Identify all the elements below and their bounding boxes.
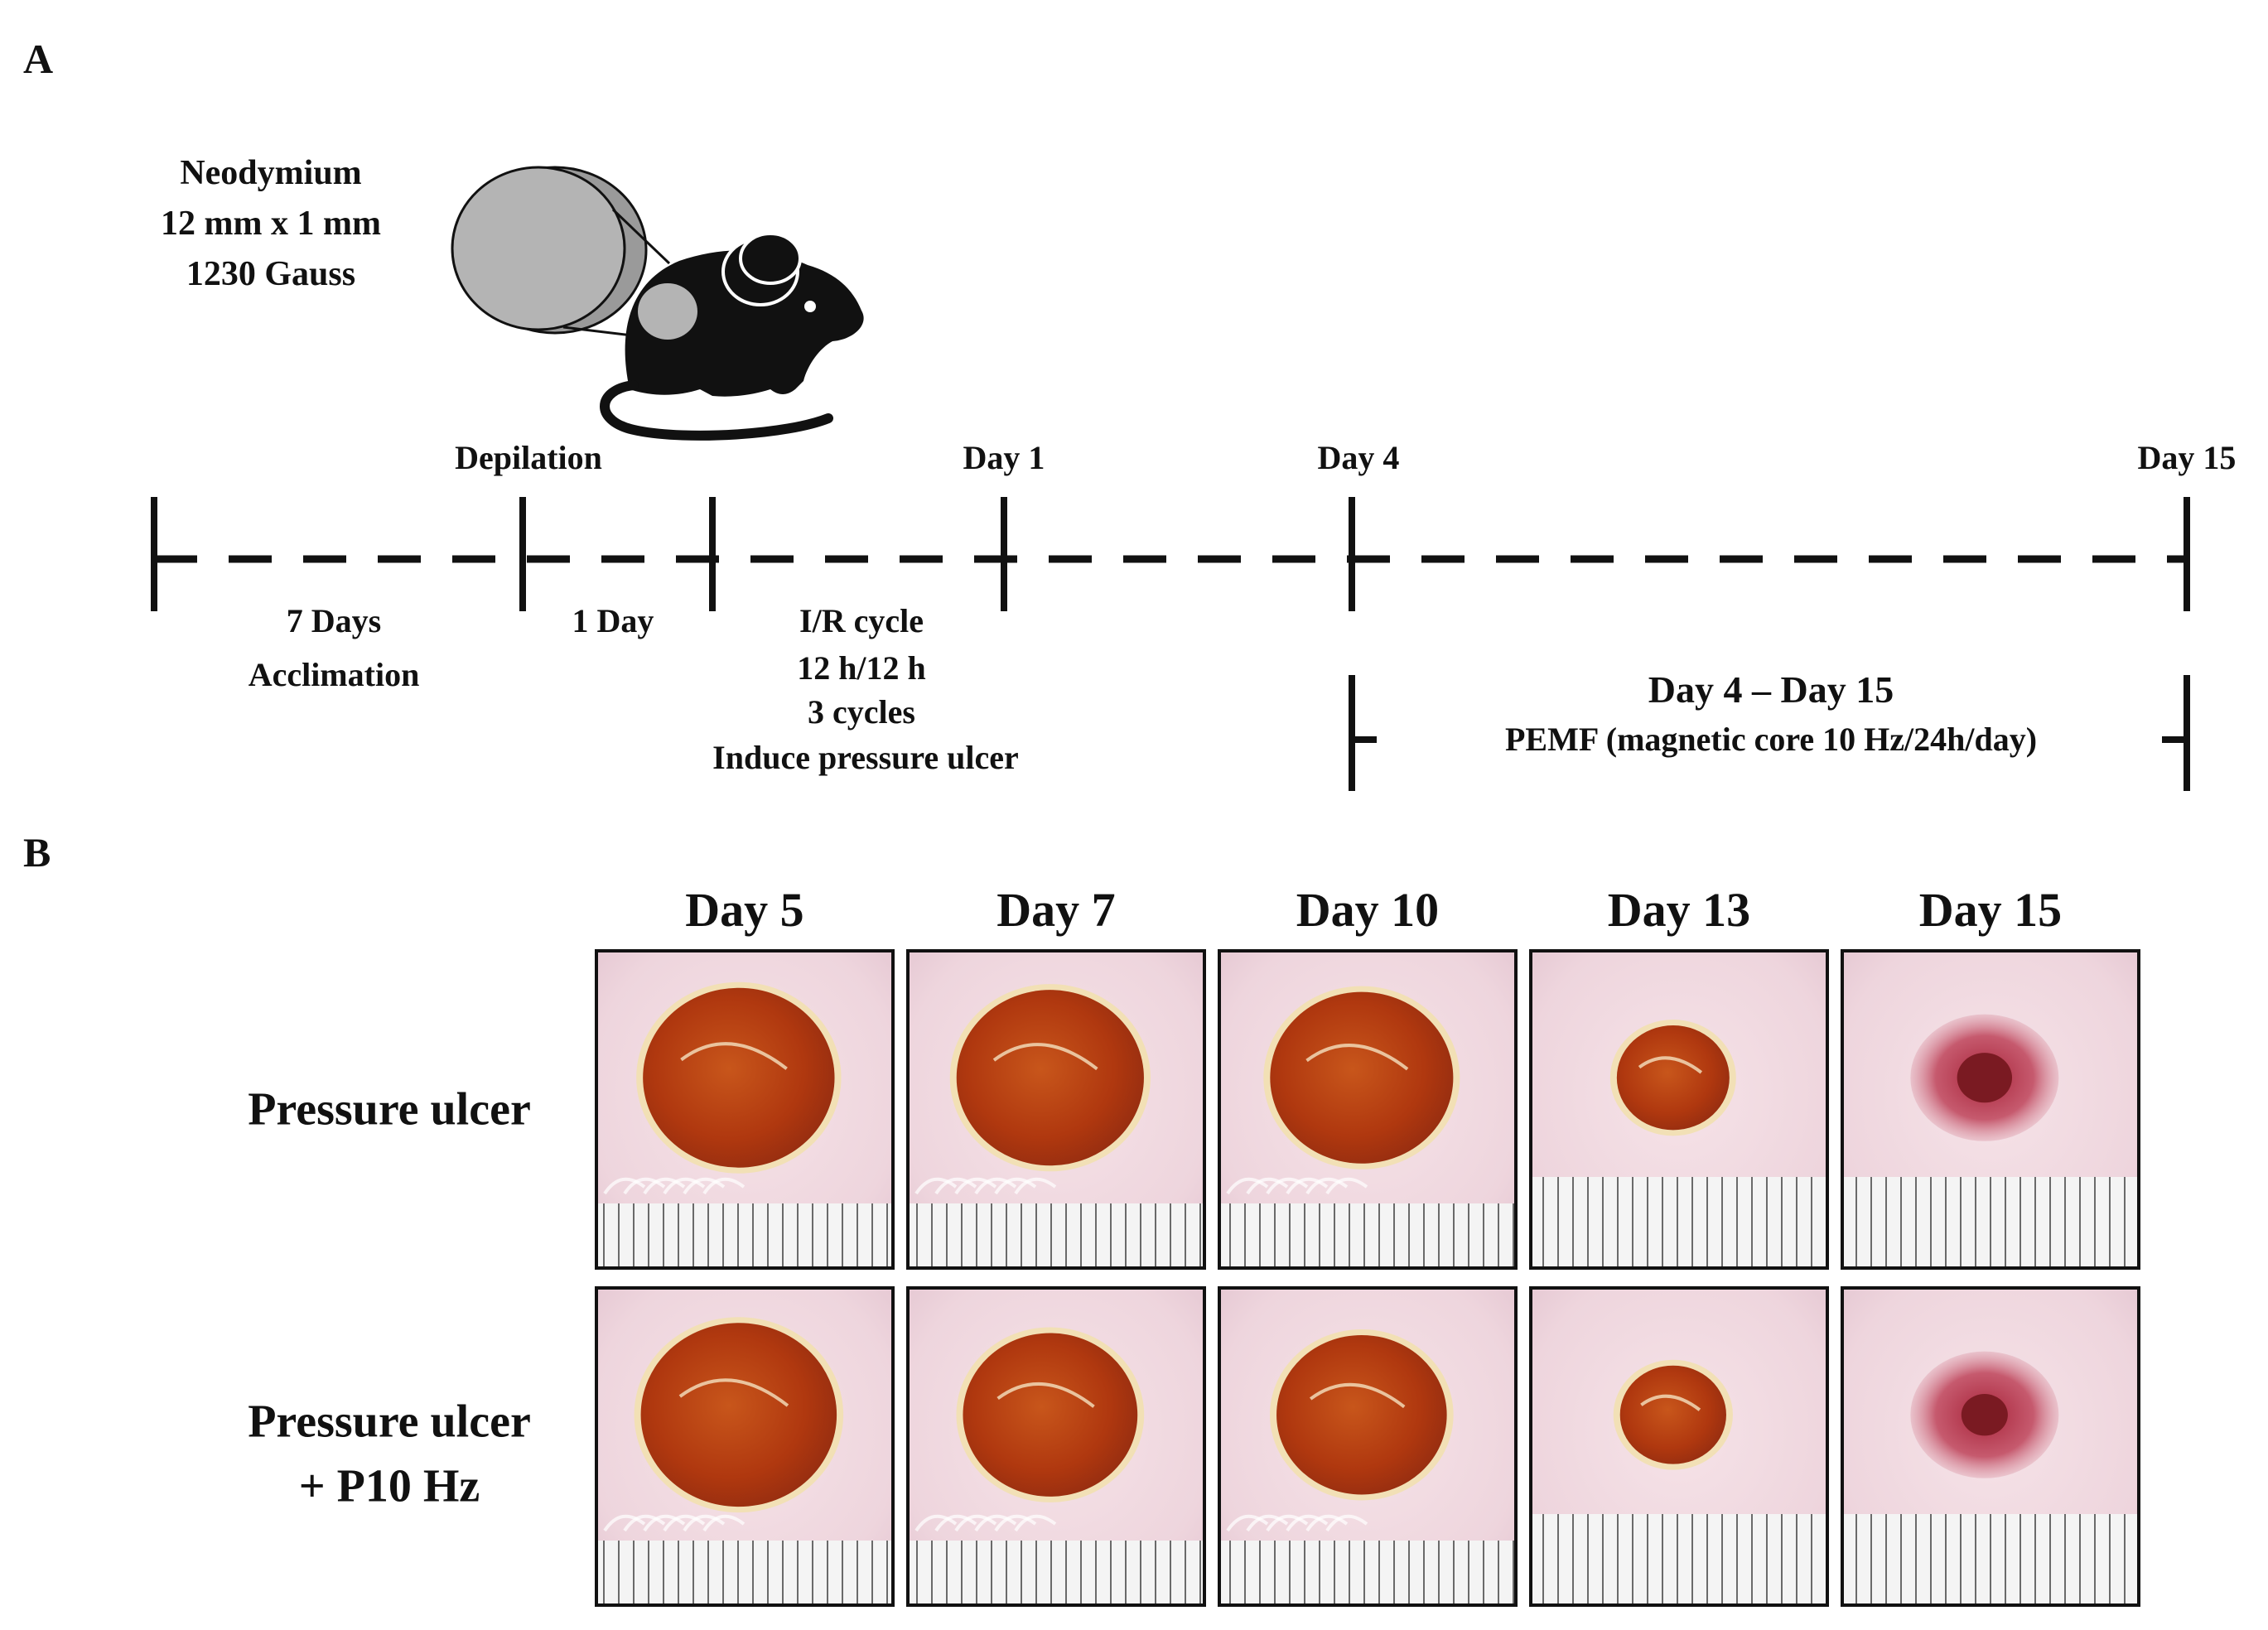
wound-photo	[1841, 1286, 2140, 1607]
day-column-headers: Day 5 Day 7 Day 10 Day 13 Day 15	[685, 883, 2062, 937]
row-label: Pressure ulcer	[248, 1396, 531, 1448]
wound-photo	[906, 949, 1206, 1270]
magnet-size: 12 mm x 1 mm	[161, 205, 381, 243]
ir-cycle-count: 3 cycles	[808, 693, 915, 731]
timeline-ticks	[151, 497, 2190, 611]
wound-photo	[1218, 1286, 1518, 1607]
magnet-disc-icon	[451, 166, 671, 341]
label-depilation: Depilation	[455, 439, 602, 476]
wound-photo	[906, 1286, 1206, 1607]
day-header: Day 7	[996, 883, 1115, 937]
mouse-icon	[600, 232, 864, 441]
one-day-label: 1 Day	[572, 602, 654, 639]
panel-a-label: A	[23, 36, 53, 82]
ir-cycle-timing: 12 h/12 h	[797, 649, 926, 687]
acclimation-days: 7 Days	[287, 602, 381, 639]
wound-photo	[595, 1286, 895, 1607]
ir-cycle-label: I/R cycle	[799, 602, 924, 639]
pemf-range: Day 4 – Day 15	[1648, 668, 1894, 711]
day-header: Day 15	[1919, 883, 2062, 937]
wound-photo	[1529, 1286, 1829, 1607]
timeline: Depilation Day 1 Day 4 Day 15 7 Days Acc…	[151, 439, 2237, 791]
day-header: Day 5	[685, 883, 803, 937]
label-day1: Day 1	[963, 439, 1045, 476]
row-label: + P10 Hz	[299, 1461, 480, 1512]
day-header: Day 10	[1296, 883, 1439, 937]
mouse-with-magnet-illustration	[451, 166, 864, 441]
panel-b-label: B	[23, 829, 51, 875]
wound-photo-grid	[595, 949, 2140, 1607]
magnet-strength: 1230 Gauss	[186, 255, 355, 293]
wound-photo	[595, 949, 895, 1270]
magnet-spec: Neodymium 12 mm x 1 mm 1230 Gauss	[161, 154, 381, 293]
ir-cycle-purpose: Induce pressure ulcer	[712, 739, 1019, 776]
row-label: Pressure ulcer	[248, 1084, 531, 1136]
acclimation-label: Acclimation	[249, 656, 420, 693]
pemf-bracket	[1349, 675, 2190, 791]
magnet-material: Neodymium	[180, 154, 361, 192]
wound-photo	[1529, 949, 1829, 1270]
label-day15: Day 15	[2138, 439, 2237, 476]
day-header: Day 13	[1608, 883, 1750, 937]
label-day4: Day 4	[1318, 439, 1400, 476]
pemf-description: PEMF (magnetic core 10 Hz/24h/day)	[1505, 721, 2037, 758]
wound-photo	[1841, 949, 2140, 1270]
wound-photo	[1218, 949, 1518, 1270]
